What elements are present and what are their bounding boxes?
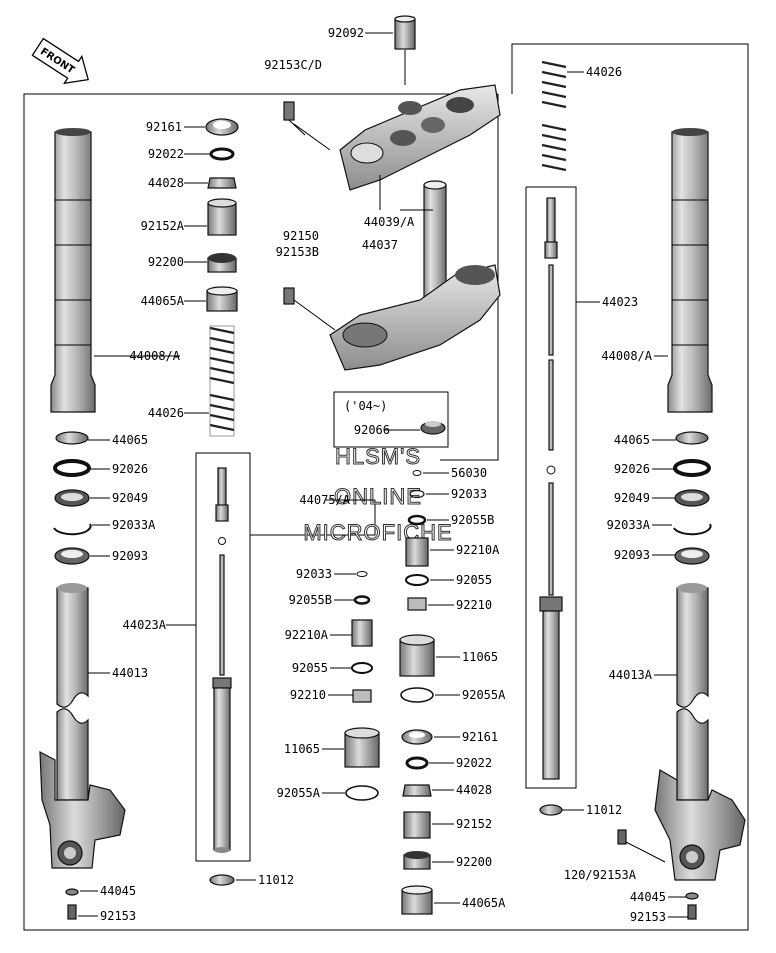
frame-year-box — [333, 391, 449, 448]
part-label-center_mid_labels-9: 92161 — [462, 730, 498, 744]
left-fork-parts — [39, 128, 126, 920]
part-label-right_labels-12: 92153 — [630, 910, 666, 924]
part-label-center_mid_labels-1: 56030 — [451, 466, 487, 480]
part-label-center_mid_labels-13: 92200 — [456, 855, 492, 869]
part-label-left_labels-6: 44008/A — [129, 349, 180, 363]
frame-left-fork — [23, 43, 749, 931]
frame-right-inner — [525, 186, 577, 789]
part-label-right_labels-2: 44008/A — [601, 349, 652, 363]
part-label-center_mid_labels-8: 92055A — [462, 688, 506, 702]
part-label-left_labels-14: 44013 — [112, 666, 148, 680]
part-label-right_labels-7: 92093 — [614, 548, 650, 562]
part-label-center_mid_labels-7: 11065 — [462, 650, 498, 664]
part-label-right_labels-11: 44045 — [630, 890, 666, 904]
part-label-center_left_labels-3: 92055 — [292, 661, 328, 675]
part-label-inner_left_labels-0: 44075/A — [299, 493, 350, 507]
part-label-center_mid_labels-5: 92055 — [456, 573, 492, 587]
part-label-center_top_labels-1: 92153C/D — [264, 58, 322, 72]
part-label-center_left_labels-4: 92210 — [290, 688, 326, 702]
left-column-parts — [205, 118, 239, 437]
part-label-center_left_labels-0: 92033 — [296, 567, 332, 581]
part-label-left_labels-7: 44026 — [148, 406, 184, 420]
part-92066 — [420, 421, 446, 435]
part-label-left_labels-11: 92033A — [112, 518, 156, 532]
part-label-left_labels-16: 92153 — [100, 909, 136, 923]
part-label-center_left_labels-2: 92210A — [285, 628, 329, 642]
part-label-center_mid_labels-10: 92022 — [456, 756, 492, 770]
leader-lines — [78, 32, 688, 918]
part-label-right_labels-3: 44065 — [614, 433, 650, 447]
part-label-center_top_labels-0: 92092 — [328, 26, 364, 40]
part-label-center_mid_labels-3: 92055B — [451, 513, 494, 527]
part-label-center_mid_labels-6: 92210 — [456, 598, 492, 612]
part-label-center_mid_labels-11: 44028 — [456, 783, 492, 797]
part-label-left_labels-10: 92049 — [112, 491, 148, 505]
watermark-line-2: ONLINE — [334, 484, 422, 509]
right-fork-parts — [539, 60, 746, 920]
front-arrow-icon: FRONT — [31, 37, 90, 85]
watermark-line-3: MICROFICHE — [303, 520, 452, 545]
part-label-left_labels-3: 92152A — [141, 219, 185, 233]
part-label-center_top_labels-5: 44037 — [362, 238, 398, 252]
part-label-right_labels-10: 120/92153A — [564, 868, 637, 882]
part-label-left_labels-15: 44045 — [100, 884, 136, 898]
part-label-left_labels-5: 44065A — [141, 294, 185, 308]
frame-center-link — [440, 94, 499, 461]
part-label-left_labels-8: 44065 — [112, 433, 148, 447]
part-label-left_labels-2: 44028 — [148, 176, 184, 190]
part-labels: 92161 92022 44028 92152A 92200 44065A 44008/A 4… — [100, 26, 666, 924]
part-label-center_mid_labels-4: 92210A — [456, 543, 500, 557]
part-label-left_labels-4: 92200 — [148, 255, 184, 269]
center-left-parts — [344, 571, 380, 801]
left-cartridge — [209, 467, 235, 886]
part-label-center_top_labels-3: 92150 — [283, 229, 319, 243]
part-label-center_mid_labels-0: 92066 — [354, 423, 390, 437]
part-label-center_left_labels-6: 92055A — [277, 786, 321, 800]
part-label-center_top_labels-4: 92153B — [276, 245, 319, 259]
center-mid-parts — [399, 470, 435, 915]
upper-triple-clamp — [283, 15, 501, 191]
watermark-line-1: HLSM'S — [335, 444, 421, 469]
part-label-left_labels-0: 92161 — [146, 120, 182, 134]
part-label-right_labels-1: 44023 — [602, 295, 638, 309]
part-label-right_labels-5: 92049 — [614, 491, 650, 505]
part-label-right_labels-8: 44013A — [609, 668, 653, 682]
part-label-left_labels-9: 92026 — [112, 462, 148, 476]
part-label-right_labels-9: 11012 — [586, 803, 622, 817]
part-label-left_labels-13: 44023A — [123, 618, 167, 632]
part-label-inner_left_labels-1: 11012 — [258, 873, 294, 887]
part-label-center_mid_labels-14: 44065A — [462, 896, 506, 910]
part-label-right_labels-4: 92026 — [614, 462, 650, 476]
lower-triple-clamp — [283, 180, 501, 371]
part-label-right_labels-0: 44026 — [586, 65, 622, 79]
part-label-center_left_labels-5: 11065 — [284, 742, 320, 756]
frame-left-inner — [195, 452, 251, 862]
watermark: HLSM'S ONLINE MICROFICHE — [303, 444, 452, 546]
year-note: ('04~) — [344, 399, 387, 413]
frame-center-link-2 — [250, 500, 376, 536]
part-label-center_mid_labels-2: 92033 — [451, 487, 487, 501]
part-label-center_left_labels-1: 92055B — [289, 593, 332, 607]
part-label-left_labels-1: 92022 — [148, 147, 184, 161]
part-label-center_mid_labels-12: 92152 — [456, 817, 492, 831]
part-label-right_labels-6: 92033A — [607, 518, 651, 532]
part-label-left_labels-12: 92093 — [112, 549, 148, 563]
part-label-center_top_labels-2: 44039/A — [364, 215, 415, 229]
